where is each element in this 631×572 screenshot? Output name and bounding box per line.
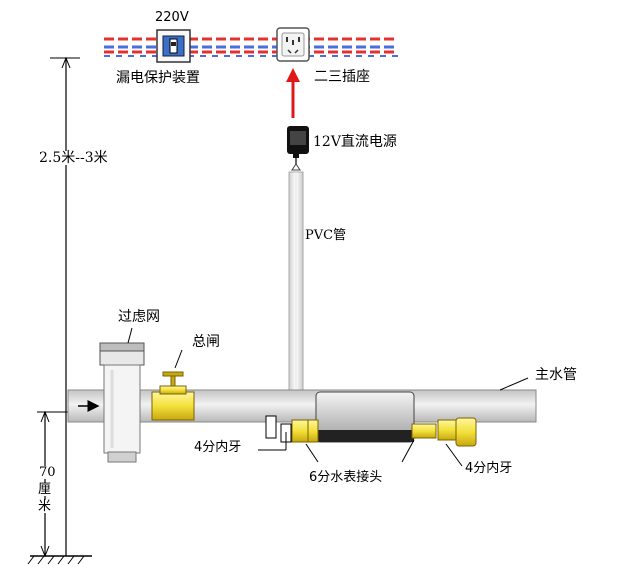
height-70-unit-1: 厘 [38,482,52,497]
pvc-pipe [288,171,304,421]
female-thread-left-label: 4分内牙 [194,440,242,455]
height-range-label: 2.5米--3米 [38,150,109,166]
height-70-value: 70 [39,465,56,480]
ground-line [27,555,92,565]
leader-lines [127,327,529,467]
height-dimension-2.5m [50,56,80,556]
power-arrow-icon [286,68,300,118]
leakage-protector-icon [156,29,191,63]
filter-label: 过虑网 [118,309,160,325]
main-valve-icon [151,371,195,421]
controller-box [307,391,415,443]
dc-power-label: 12V直流电源 [313,134,397,150]
main-water-pipe [67,389,537,423]
dc-adapter-icon [287,126,309,171]
main-pipe-label: 主水管 [535,367,577,383]
female-thread-right-label: 4分内牙 [465,461,513,476]
right-fittings [411,417,477,447]
pvc-pipe-label: PVC管 [305,228,347,243]
height-70-unit-2: 米 [38,499,52,514]
meter-joint-label: 6分水表接头 [309,470,383,485]
main-valve-label: 总闸 [192,334,220,350]
socket-label: 二三插座 [314,69,370,85]
power-wiring [104,37,398,57]
filter-icon [99,342,145,463]
voltage-label: 220V [155,10,189,25]
leakage-protector-label: 漏电保护装置 [116,70,200,86]
socket-icon [276,27,310,62]
